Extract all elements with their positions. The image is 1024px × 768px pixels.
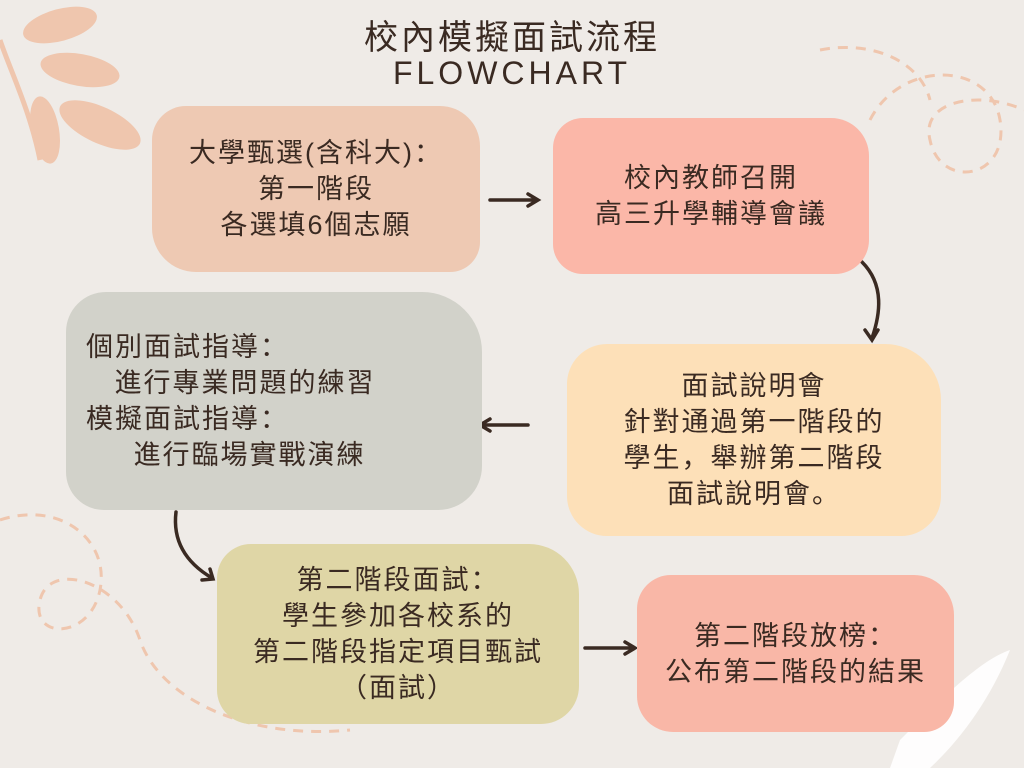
arrow-left-icon — [476, 417, 530, 433]
title-english: FLOWCHART — [392, 55, 632, 91]
leaf-branch-icon — [0, 6, 141, 164]
arrow-right-icon — [583, 640, 639, 656]
arrow-down-icon — [173, 510, 216, 582]
step-2-box: 校內教師召開 高三升學輔導會議 — [553, 118, 869, 274]
step-text: 公布第二階段的結果 — [665, 656, 926, 687]
dashed-swirl-icon — [0, 45, 1024, 734]
step-text: 各選填6個志願 — [220, 210, 412, 240]
step-text: 個別面試指導： — [86, 332, 289, 362]
step-6-box: 第二階段放榜： 公布第二階段的結果 — [637, 575, 954, 732]
arrow-down-icon — [860, 260, 881, 344]
step-text: 校內教師召開 — [624, 163, 798, 193]
step-text: 第二階段指定項目甄試 — [253, 637, 543, 667]
step-5-box: 第二階段面試： 學生參加各校系的 第二階段指定項目甄試 （面試） — [217, 544, 579, 724]
step-3-box: 面試說明會 針對通過第一階段的 學生，舉辦第二階段 面試說明會。 — [567, 344, 941, 536]
step-text: 針對通過第一階段的 — [623, 407, 885, 437]
arrow-right-icon — [488, 192, 542, 208]
step-text: 第二階段放榜： — [694, 620, 897, 651]
step-text: 面試說明會。 — [667, 479, 841, 509]
step-4-box: 個別面試指導： 進行專業問題的練習 模擬面試指導： 進行臨場實戰演練 — [66, 292, 482, 510]
step-text: 進行臨場實戰演練 — [86, 440, 366, 470]
step-text: 高三升學輔導會議 — [595, 199, 827, 229]
title-chinese: 校內模擬面試流程 — [364, 19, 660, 57]
step-text: 學生，舉辦第二階段 — [623, 443, 885, 473]
step-text: 學生參加各校系的 — [282, 601, 514, 631]
step-text: 面試說明會 — [681, 371, 827, 401]
arrows — [173, 192, 881, 656]
step-text: （面試） — [340, 673, 456, 703]
step-text: 進行專業問題的練習 — [86, 368, 376, 398]
step-text: 模擬面試指導： — [86, 404, 289, 434]
step-text: 大學甄選(含科大)： — [189, 138, 443, 168]
step-text: 第二階段面試： — [296, 565, 500, 595]
step-1-box: 大學甄選(含科大)： 第一階段 各選填6個志願 — [152, 106, 480, 272]
step-text: 第一階段 — [258, 174, 374, 204]
